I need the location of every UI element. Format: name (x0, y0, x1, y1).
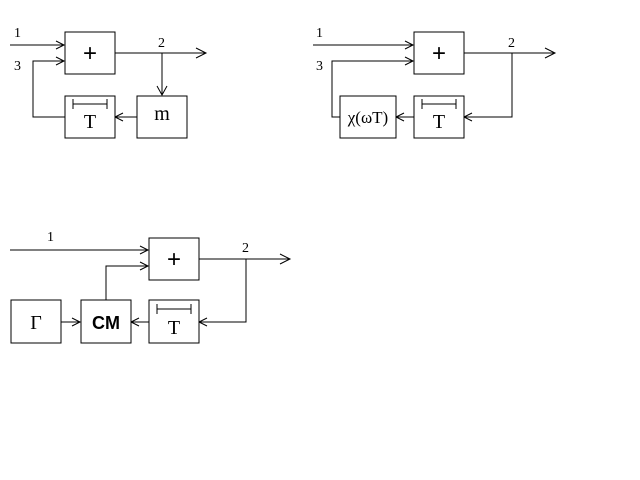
diagram-c-mixer-label: CM (92, 313, 120, 333)
diagram-c-generator-to-mixer-arrowhead (71, 317, 82, 327)
diagram-c-output-to-delay-line (199, 259, 247, 323)
diagram-a: 1 + 2 m T 3 (10, 26, 208, 139)
diagram-b-feedback-line (331, 60, 413, 118)
diagram-c-input-arrowhead (139, 245, 150, 255)
diagram-c-output-label: 2 (242, 241, 249, 256)
diagram-b-output-arrowhead (544, 47, 557, 59)
diagram-c: 1 + 2 T CM Г (10, 230, 292, 344)
diagram-a-adder-block (64, 31, 116, 75)
diagram-c-adder-symbol: + (167, 246, 181, 273)
diagram-a-output-arrowhead (195, 47, 208, 59)
diagram-c-mixer-to-adder-arrowhead (139, 261, 150, 271)
diagram-b-input-arrowhead (404, 40, 415, 50)
diagram-b-feedback-label: 3 (316, 59, 323, 74)
diagram-a-input-label: 1 (14, 26, 21, 41)
diagram-b-filter-label: χ(ωT) (347, 108, 388, 127)
diagram-a-adder-symbol: + (83, 40, 97, 67)
diagram-b-adder-symbol: + (432, 40, 446, 67)
diagram-a-feedback-label: 3 (14, 59, 21, 74)
diagram-c-output-arrowhead (279, 253, 292, 265)
diagram-c-generator-label: Г (30, 312, 42, 334)
diagram-c-adder-block (148, 237, 200, 281)
diagram-a-output-label: 2 (158, 36, 165, 51)
diagram-a-feedback-line (32, 60, 65, 118)
diagram-b-output-label: 2 (508, 36, 515, 51)
diagram-a-tap-arrowhead (156, 85, 168, 97)
diagram-b-output-to-delay-line (464, 53, 513, 118)
diagram-a-delay-label: T (84, 111, 96, 133)
diagram-b: 1 + 2 T χ(ωT) 3 (313, 26, 557, 139)
diagram-c-mixer-to-adder-line (105, 265, 148, 300)
diagram-a-feedback-arrowhead (55, 56, 66, 66)
diagram-b-feedback-arrowhead (404, 56, 415, 66)
diagram-b-delay-label: T (433, 111, 445, 133)
diagram-b-input-label: 1 (316, 26, 323, 41)
diagram-c-generator-block (10, 299, 62, 344)
diagram-a-gain-label: m (154, 103, 170, 125)
diagram-a-input-arrowhead (55, 40, 66, 50)
diagram-c-input-label: 1 (47, 230, 54, 245)
diagram-c-delay-label: T (168, 317, 180, 339)
